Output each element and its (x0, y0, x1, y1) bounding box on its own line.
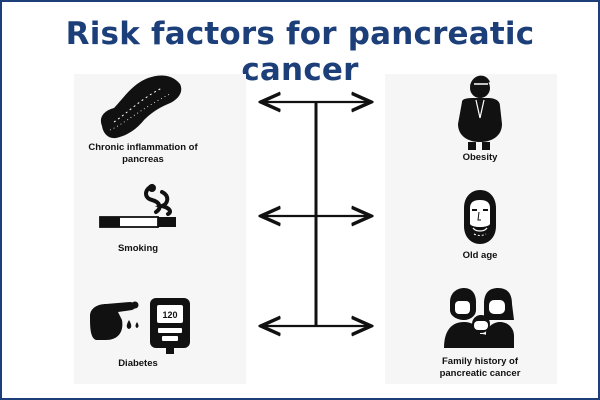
cigarette-icon (99, 184, 176, 228)
finger-prick-icon (90, 301, 139, 340)
family-icon (444, 288, 514, 348)
label-family-history: Family history of pancreatic cancer (439, 356, 521, 379)
label-old-age: Old age (462, 250, 498, 261)
label-pancreatitis: Chronic inflammation of pancreas (88, 142, 198, 165)
label-smoking: Smoking (117, 243, 159, 254)
pancreas-icon (100, 75, 182, 139)
page-title: Risk factors for pancreatic cancer (65, 16, 535, 88)
label-diabetes: Diabetes (118, 358, 158, 369)
glucose-meter-icon: 120 (150, 298, 190, 354)
old-man-icon (464, 190, 496, 244)
obese-person-icon (458, 75, 502, 150)
glucose-meter-reading: 120 (162, 310, 177, 320)
connector-lines (263, 102, 369, 326)
label-obesity: Obesity (462, 152, 498, 163)
